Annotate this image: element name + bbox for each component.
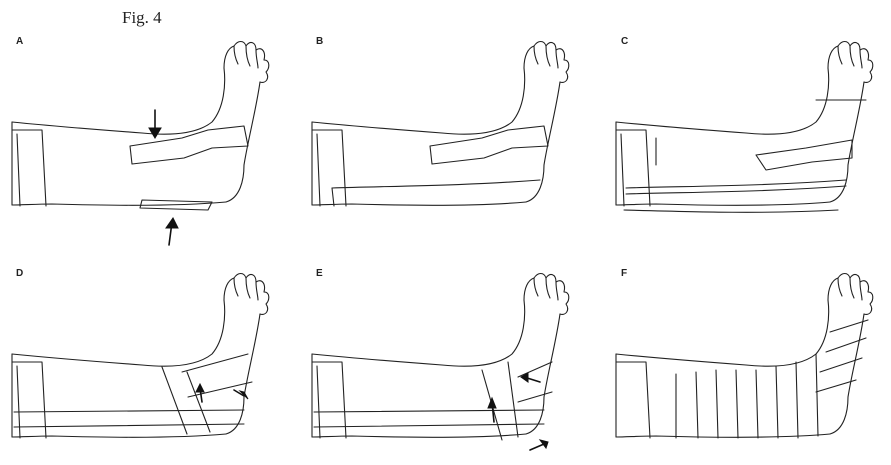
panel-a-drawing bbox=[12, 42, 269, 246]
panel-c-drawing bbox=[616, 42, 873, 213]
panel-b-drawing bbox=[312, 42, 569, 207]
panel-f-drawing bbox=[616, 274, 873, 439]
panel-d-drawing bbox=[12, 274, 269, 439]
panel-e-drawing bbox=[312, 274, 569, 451]
